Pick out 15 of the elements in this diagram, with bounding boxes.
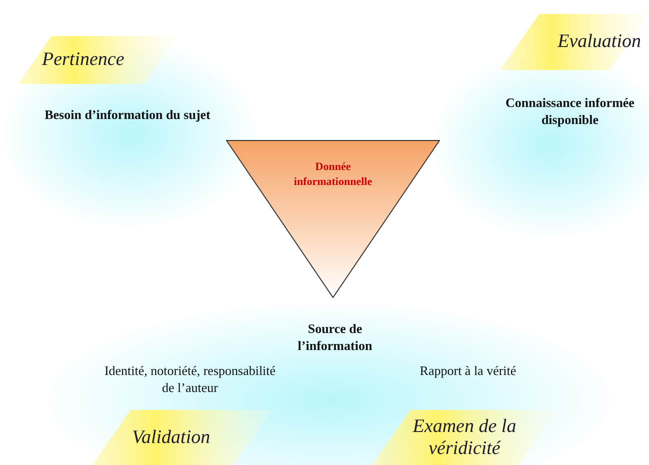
annotation-text: Besoin d’information du sujet <box>44 106 212 123</box>
stage-title: Validation <box>132 426 210 448</box>
annotation-text: Source de l’information <box>296 320 374 354</box>
annotation-text: Rapport à la vérité <box>418 362 518 379</box>
stage-title: Pertinence <box>42 49 124 71</box>
banner-parallelogram <box>500 14 649 70</box>
inverted-triangle <box>226 140 440 298</box>
banner-parallelogram <box>92 410 272 465</box>
annotation-text: Connaissance informée disponible <box>505 94 635 128</box>
banner-parallelogram <box>372 410 557 465</box>
stage-title: Examen de la véridicité <box>412 416 517 460</box>
stage-title: Evaluation <box>558 31 641 53</box>
triangle-label: Donnée informationnelle <box>292 160 374 190</box>
annotation-text: Identité, notoriété, responsabilité de l’auteur <box>103 362 277 396</box>
banner-parallelogram <box>18 36 178 84</box>
